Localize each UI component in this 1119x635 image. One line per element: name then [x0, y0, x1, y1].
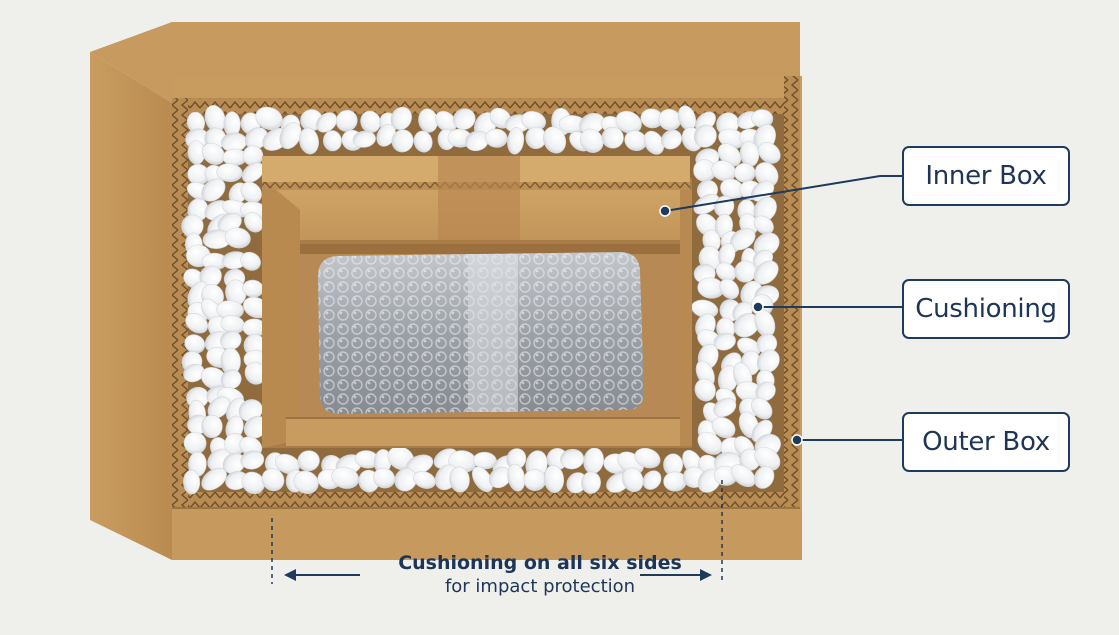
foam-peanut	[664, 472, 687, 491]
bubble-wrapped-item	[318, 252, 644, 414]
outer-box-label: Outer Box	[902, 412, 1070, 472]
cushioning-label: Cushioning	[902, 279, 1070, 339]
caption-subtitle: for impact protection	[340, 576, 740, 597]
callout-dot-outer	[792, 435, 802, 445]
callout-dot-cushion	[753, 302, 763, 312]
caption-title: Cushioning on all six sides	[340, 552, 740, 574]
callout-dot-inner	[660, 206, 670, 216]
foam-peanut	[183, 470, 200, 494]
foam-peanut	[202, 415, 223, 438]
inner-box-label: Inner Box	[902, 146, 1070, 206]
